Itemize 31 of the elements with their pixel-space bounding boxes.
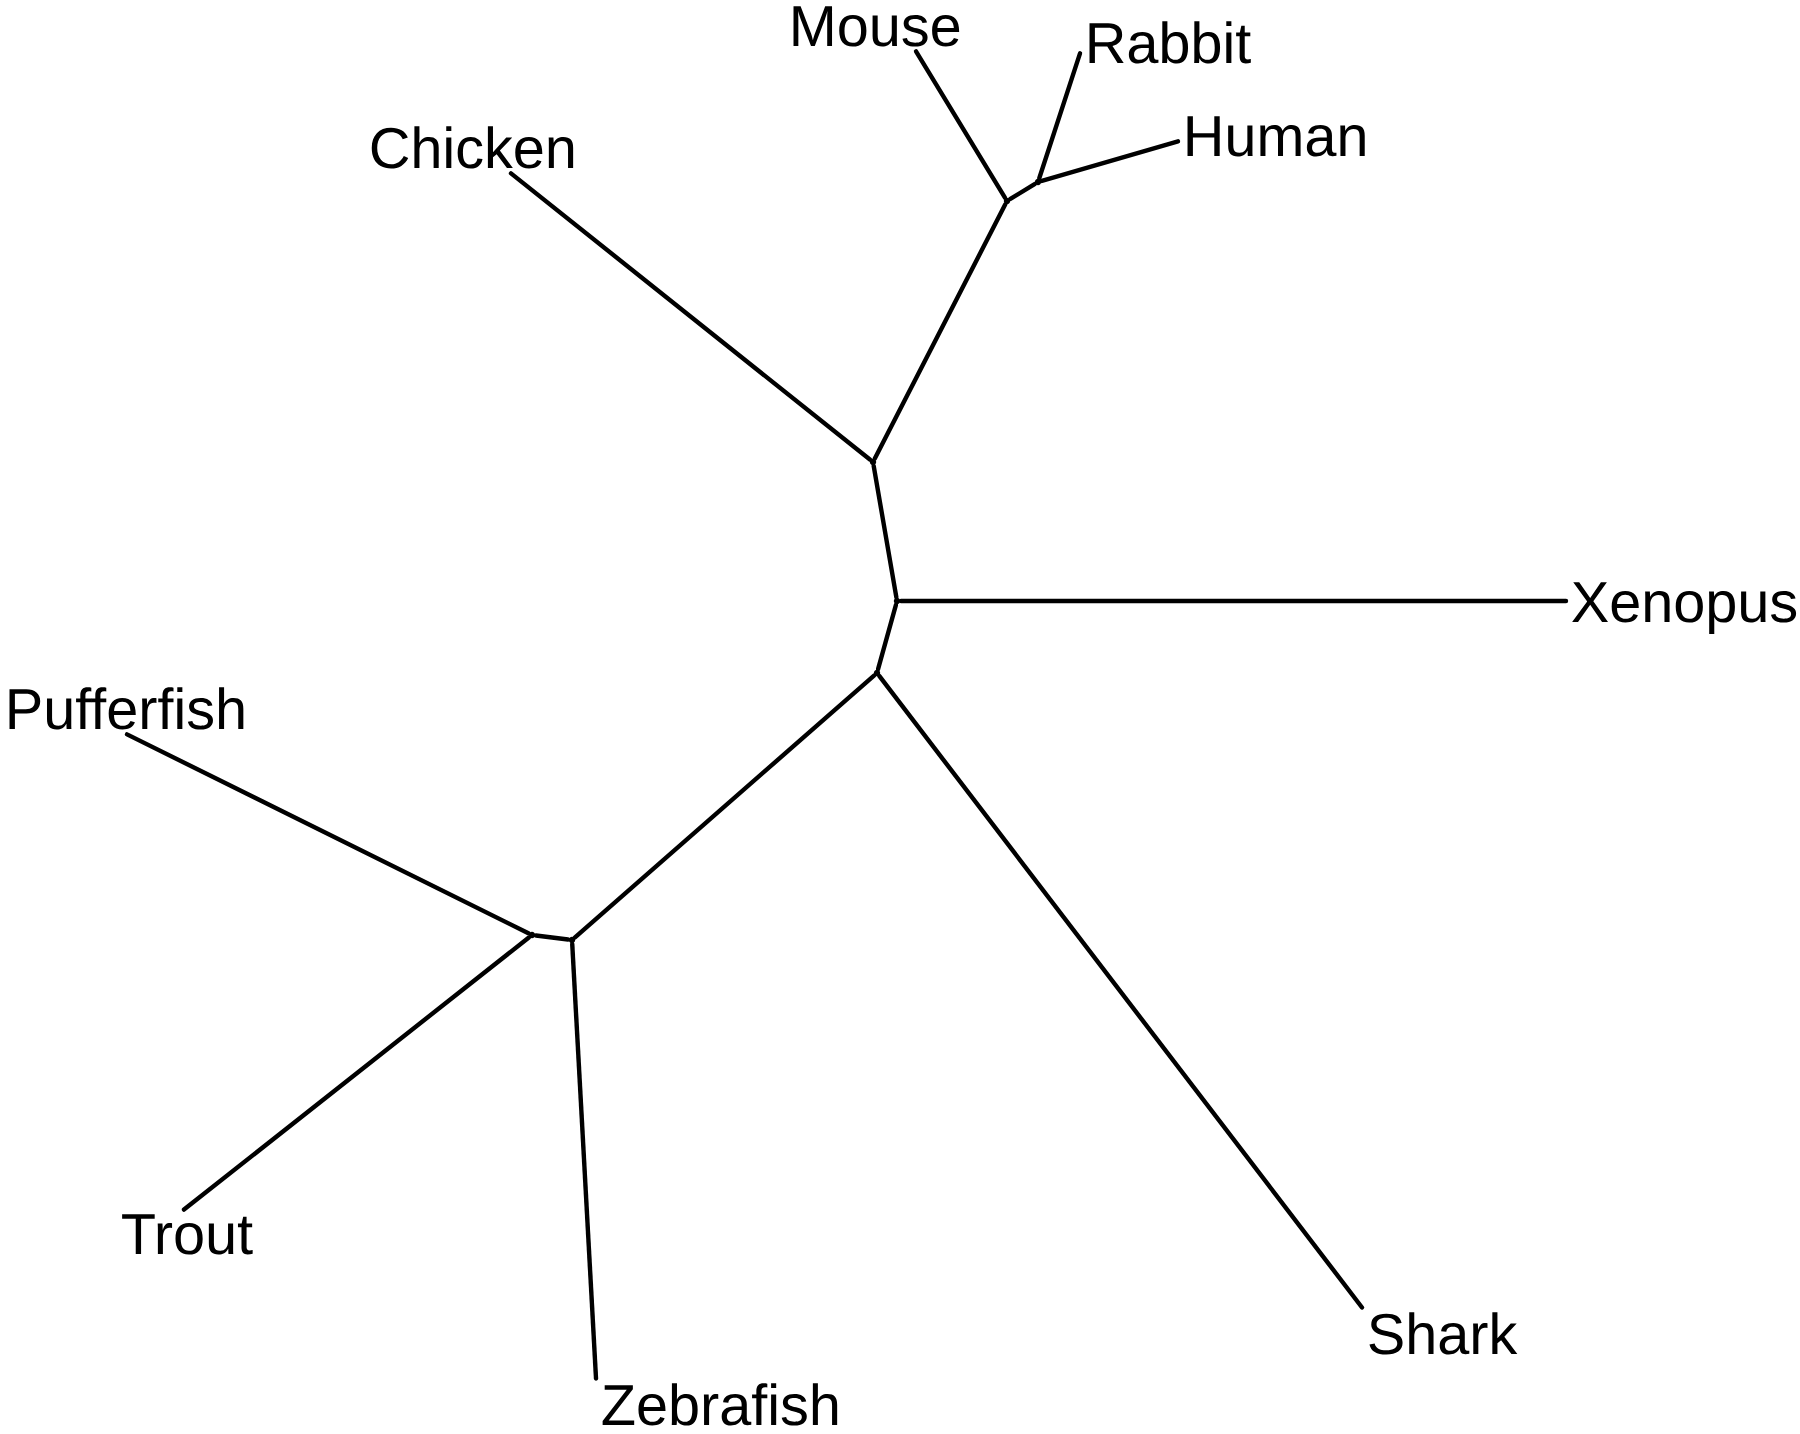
branch-line [872, 202, 1008, 461]
branch-line [1039, 139, 1181, 184]
species-label: Human [1187, 116, 1365, 157]
species-label: Trout [122, 1214, 253, 1255]
branch-point [568, 936, 576, 944]
species-label: Zebrafish [602, 1383, 838, 1426]
branch-line [898, 598, 1569, 604]
branch-line [913, 49, 1008, 200]
branch-line [1008, 181, 1037, 202]
species-label: Rabbit [1089, 21, 1251, 64]
species-label: Xenopus [1572, 582, 1797, 634]
branch-point [893, 597, 901, 605]
branch-line [124, 732, 531, 936]
branch-point [528, 931, 536, 939]
branch-line [533, 933, 571, 942]
branch-line [181, 935, 532, 1212]
branch-line [1037, 51, 1083, 181]
species-label: Chicken [371, 126, 574, 169]
species-label: Mouse [793, 6, 960, 47]
branch-point [1003, 197, 1011, 205]
branch-line [572, 673, 877, 940]
branch-point [873, 669, 881, 677]
branch-point [869, 458, 877, 466]
branch-line [871, 463, 899, 600]
branch-line [877, 673, 1365, 1310]
branch-line [570, 941, 599, 1381]
branch-line [875, 602, 899, 672]
branch-line [508, 171, 873, 462]
species-label: Pufferfish [9, 687, 244, 730]
branch-point [1034, 178, 1042, 186]
species-label: Shark [1369, 1312, 1518, 1355]
